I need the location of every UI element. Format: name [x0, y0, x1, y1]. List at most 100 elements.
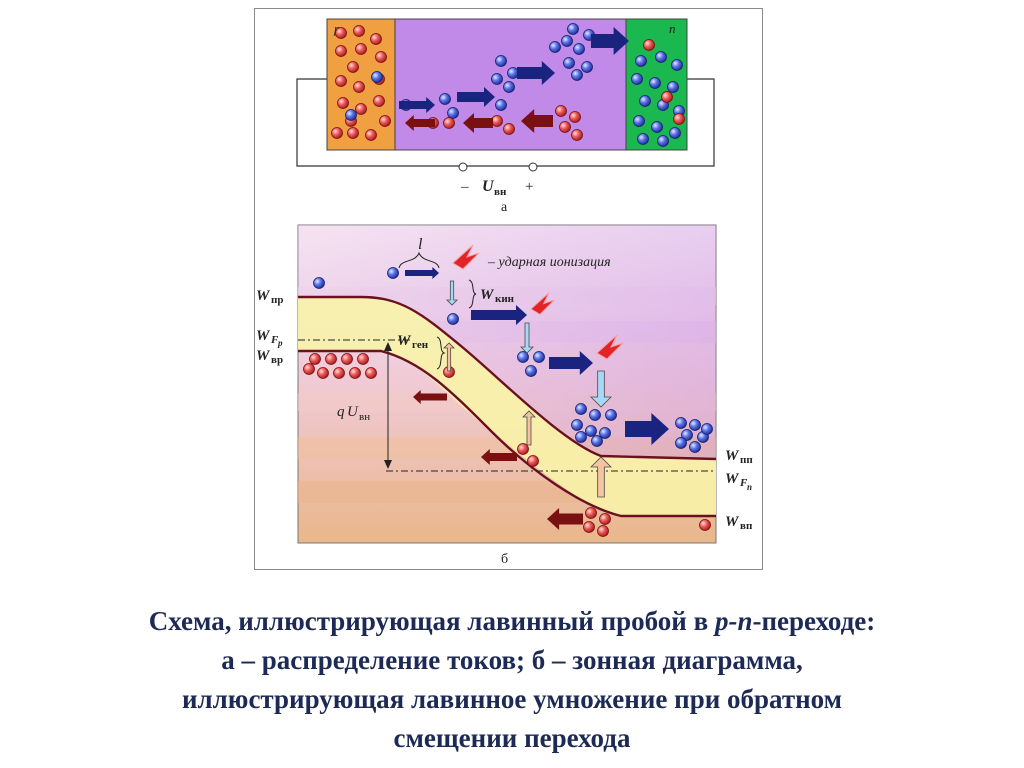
- electron: [671, 59, 683, 71]
- qU-arrowhead-up: [384, 342, 392, 351]
- w-pn-label: W: [725, 448, 740, 464]
- electron: [575, 431, 587, 443]
- w-vn-label: W: [725, 514, 740, 530]
- w-fp-label: W: [256, 328, 271, 344]
- qU-U: U: [347, 404, 359, 420]
- electron: [639, 95, 651, 107]
- current-arrows: [399, 27, 629, 133]
- electron: [575, 403, 587, 415]
- electron: [669, 127, 681, 139]
- external-circuit-wire: [296, 78, 715, 167]
- hole-drift-arrow: [547, 508, 583, 530]
- hole: [699, 519, 711, 531]
- hole: [555, 105, 567, 117]
- electron-current-arrow: [457, 87, 495, 107]
- electron: [571, 69, 583, 81]
- w-kin-label: W: [480, 287, 495, 303]
- hole-current-arrow: [521, 109, 553, 133]
- minus-terminal: [458, 162, 468, 172]
- hole-current-arrow: [463, 113, 493, 133]
- electron-current-arrow: [517, 61, 555, 85]
- electron: [675, 437, 687, 449]
- electron: [701, 423, 713, 435]
- electron: [681, 429, 693, 441]
- w-fn-subsub: n: [747, 482, 752, 492]
- hole: [335, 27, 347, 39]
- forbidden-band: [298, 297, 716, 516]
- minus-sign: –: [460, 179, 469, 195]
- hole: [583, 521, 595, 533]
- impact-ionization-icon: [530, 292, 555, 316]
- hole: [335, 45, 347, 57]
- n-label: n: [669, 21, 676, 36]
- w-pr-sub: пр: [271, 294, 283, 306]
- hole-current-arrow: [405, 115, 435, 131]
- electron: [495, 55, 507, 67]
- hole: [317, 367, 329, 379]
- panel-a: p n – U вн + а: [296, 18, 715, 215]
- pair-generation-arrow: [443, 342, 455, 372]
- electron: [571, 419, 583, 431]
- hole: [347, 61, 359, 73]
- hole: [503, 123, 515, 135]
- electron-current-arrow: [591, 27, 629, 55]
- w-gen-label: W: [397, 333, 412, 349]
- electron: [585, 425, 597, 437]
- electron-drift-arrow: [549, 351, 593, 375]
- caption-line-3: иллюстрирующая лавинное умножение при об…: [181, 684, 843, 714]
- p-region-holes: [331, 25, 391, 141]
- caption-text: -переходе:: [752, 606, 876, 636]
- hole: [375, 51, 387, 63]
- electron: [675, 417, 687, 429]
- caption-line-4: смещении перехода: [393, 723, 631, 753]
- w-pn-sub: пп: [740, 454, 753, 466]
- impact-ionization-icons: [452, 244, 624, 360]
- hole: [370, 33, 382, 45]
- qU-sub: вн: [359, 411, 370, 423]
- hole-drift-arrow: [413, 390, 447, 404]
- hole: [331, 127, 343, 139]
- caption-line-2: а – распределение токов; б – зонная диаг…: [221, 645, 803, 675]
- hole: [309, 353, 321, 365]
- p-label: p: [333, 21, 341, 36]
- hole: [597, 525, 609, 537]
- hole: [353, 25, 365, 37]
- hole-drift-arrow: [481, 449, 517, 465]
- hole: [491, 115, 503, 127]
- electron: [637, 133, 649, 145]
- electron: [507, 67, 519, 79]
- electron: [447, 313, 459, 325]
- electron: [581, 61, 593, 73]
- hole: [335, 75, 347, 87]
- hole: [643, 39, 655, 51]
- electron: [633, 115, 645, 127]
- hole: [357, 353, 369, 365]
- electron: [525, 365, 537, 377]
- band-diagram-figure: p n – U вн + а: [256, 18, 753, 567]
- w-fp-subsub: p: [277, 338, 283, 348]
- electron: [591, 435, 603, 447]
- electron: [439, 93, 451, 105]
- caption-text: Схема, иллюстрирующая лавинный пробой в: [148, 606, 715, 636]
- electron: [345, 109, 357, 121]
- electron: [503, 81, 515, 93]
- plus-sign: +: [525, 179, 533, 195]
- electron: [635, 55, 647, 67]
- w-fn-label: W: [725, 471, 740, 487]
- electron: [573, 43, 585, 55]
- free-path-label: l: [418, 236, 423, 253]
- hole: [337, 97, 349, 109]
- valence-band-edge: [298, 349, 716, 518]
- electron: [491, 73, 503, 85]
- hole: [355, 103, 367, 115]
- caption-line-1: Схема, иллюстрирующая лавинный пробой в …: [0, 604, 1024, 638]
- hole: [571, 129, 583, 141]
- free-path-bracket: [398, 251, 440, 269]
- electron: [649, 77, 661, 89]
- w-vn-sub: вп: [740, 520, 753, 532]
- energy-loss-arrow: [520, 322, 534, 354]
- panel-b: l – ударная ионизация W пр W F p W вр W …: [256, 224, 753, 567]
- energy-loss-arrow: [590, 370, 612, 408]
- hole: [365, 129, 377, 141]
- electron: [313, 277, 325, 289]
